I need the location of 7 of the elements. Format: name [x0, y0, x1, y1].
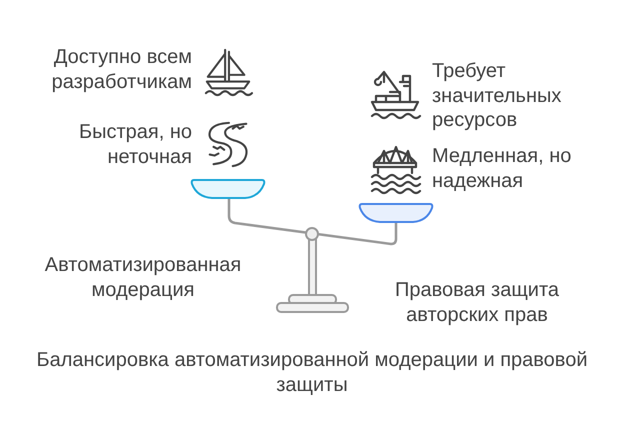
feature-label: Доступно всем разработчикам: [50, 45, 192, 94]
side-label: Правовая защита авторских прав: [394, 278, 560, 327]
feature-label: Быстрая, но неточная: [78, 120, 192, 169]
side-label: Автоматизированная модерация: [44, 253, 242, 302]
caption: Балансировка автоматизированной модерации и правовой защиты: [35, 348, 589, 397]
feature-label: Требует значительных ресурсов: [432, 59, 562, 132]
feature-label: Медленная, но надежная: [432, 144, 572, 193]
